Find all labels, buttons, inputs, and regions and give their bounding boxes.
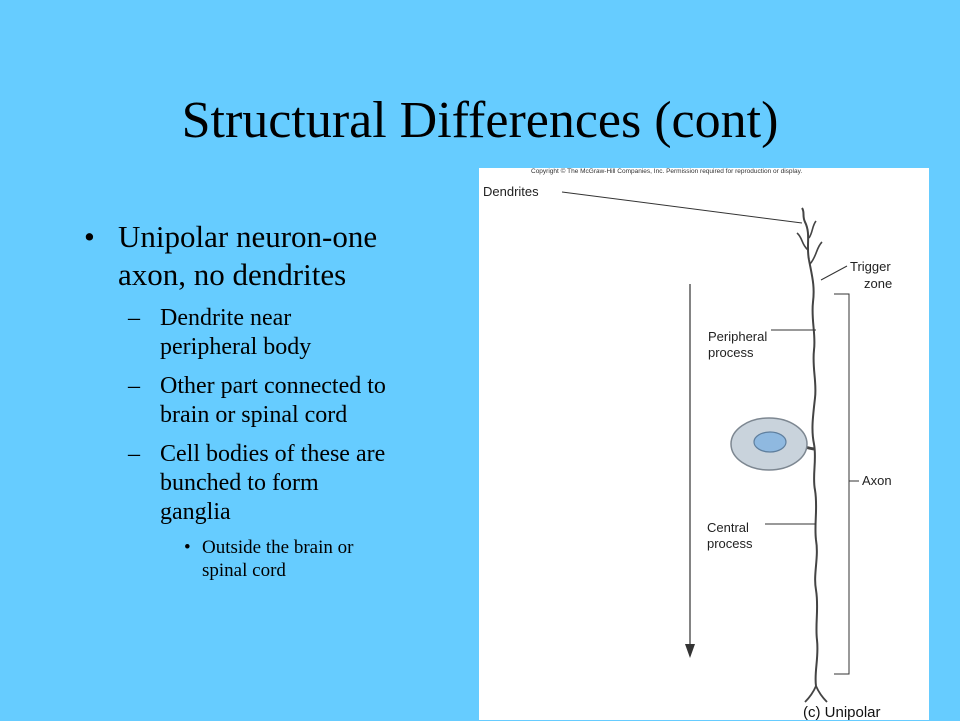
unipolar-neuron-figure: Copyright © The McGraw-Hill Companies, I… — [479, 168, 929, 721]
axon-process — [808, 259, 819, 687]
sub-bullet-line: ganglia — [160, 499, 231, 525]
dendrites-leader-line — [561, 191, 803, 224]
dendrite-branch — [801, 207, 810, 261]
sub-sub-bullet-line: spinal cord — [202, 560, 286, 581]
dendrite-branch — [809, 241, 823, 265]
label-axon: Axon — [862, 473, 892, 488]
label-trigger-zone-line1: Trigger — [850, 259, 891, 274]
sub-bullet-other-part: – Other part connected to brain or spina… — [84, 372, 469, 430]
neuron-diagram — [561, 191, 859, 703]
label-central-line1: Central — [707, 520, 749, 535]
sub-bullet-line: Other part connected to — [160, 373, 386, 399]
slide-title: Structural Differences (cont) — [181, 92, 779, 149]
bullet-list: • Unipolar neuron-one axon, no dendrites… — [84, 218, 469, 582]
sub-bullet-cell-bodies: – Cell bodies of these are bunched to fo… — [84, 440, 469, 527]
label-dendrites: Dendrites — [483, 184, 539, 199]
bullet-main-line1: Unipolar neuron-one — [118, 219, 378, 254]
sub-bullet-line: brain or spinal cord — [160, 402, 348, 428]
sub-bullet-line: Cell bodies of these are — [160, 441, 386, 467]
trigger-zone-leader-line — [820, 265, 848, 281]
sub-sub-bullet-outside: • Outside the brain or spinal cord — [84, 536, 469, 582]
label-trigger-zone-line2: zone — [864, 276, 893, 291]
bullet-main: • Unipolar neuron-one axon, no dendrites — [84, 218, 469, 294]
sub-sub-bullet-line: Outside the brain or — [202, 537, 354, 558]
label-peripheral-line1: Peripheral — [708, 329, 768, 344]
label-peripheral-line2: process — [708, 345, 754, 360]
figure-caption: (c) Unipolar — [803, 704, 881, 721]
axon-bracket — [834, 293, 850, 675]
sub-bullet-line: Dendrite near — [160, 305, 292, 331]
sub-bullet-dendrite: – Dendrite near peripheral body — [84, 304, 469, 362]
sub-bullet-marker: – — [128, 305, 140, 331]
dendrite-branch — [796, 232, 809, 251]
sub-bullet-line: peripheral body — [160, 334, 312, 360]
sub-bullet-marker: – — [128, 441, 140, 467]
figure-copyright: Copyright © The McGraw-Hill Companies, I… — [531, 168, 803, 175]
bullet-main-line2: axon, no dendrites — [118, 257, 347, 292]
bullet-marker: • — [84, 219, 95, 254]
label-central-line2: process — [707, 536, 753, 551]
nucleus — [753, 431, 787, 453]
sub-bullet-line: bunched to form — [160, 470, 319, 496]
sub-sub-bullet-marker: • — [184, 537, 191, 558]
sub-bullet-marker: – — [128, 373, 140, 399]
dendrite-branch — [808, 220, 817, 239]
axon-terminal — [804, 685, 828, 703]
conduction-arrow-head — [685, 644, 695, 658]
